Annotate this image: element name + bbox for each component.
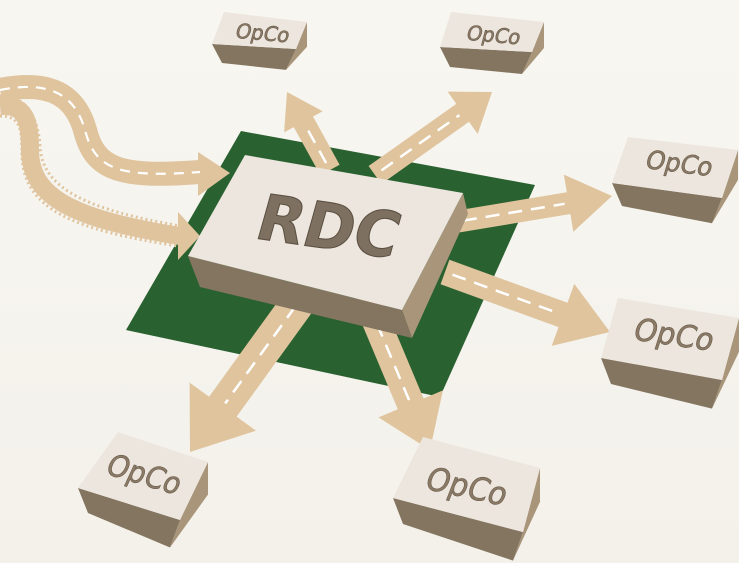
arrow-body — [189, 290, 314, 452]
box-side — [286, 22, 307, 70]
arrow-body — [284, 92, 340, 176]
box-top — [393, 437, 540, 532]
opco-box-bottom-left: OpCo — [78, 432, 208, 548]
arrow-to-opco-right-lower — [440, 259, 610, 346]
arrow-dash — [380, 114, 461, 172]
arrow-body — [453, 174, 612, 233]
arrow-dash — [452, 273, 560, 315]
arrow-dash — [366, 301, 411, 401]
opco-box-top-right: OpCo — [440, 12, 544, 74]
box-side — [170, 462, 208, 548]
arrow-to-opco-top-left — [284, 92, 340, 176]
opco-box-right-lower: OpCo — [601, 298, 739, 409]
box-top — [601, 298, 739, 380]
box-front — [440, 47, 532, 74]
rdc-block-front — [188, 256, 412, 338]
arrow-body — [440, 259, 610, 346]
arrow-to-opco-bottom-right — [352, 289, 443, 450]
outbound-arrows — [189, 91, 612, 452]
arrow-to-opco-right-upper — [453, 174, 612, 233]
box-front — [612, 183, 722, 224]
arrow-body — [368, 91, 492, 184]
rdc-block-top — [188, 155, 463, 310]
box-top — [440, 12, 544, 52]
arrow-to-opco-bottom-left — [189, 290, 314, 452]
inbound-rail — [0, 94, 200, 260]
rdc-block-side — [402, 193, 468, 338]
box-side — [712, 150, 738, 224]
arrow-dash — [224, 305, 297, 405]
opco-box-top-left: OpCo — [212, 12, 307, 70]
opco-box-bottom-right: OpCo — [393, 437, 540, 561]
box-front — [78, 488, 180, 548]
opco-box-right-upper: OpCo — [612, 137, 738, 224]
box-front — [212, 44, 296, 70]
box-top — [212, 12, 307, 49]
arrow-dash — [462, 202, 565, 222]
box-top — [78, 432, 208, 520]
inbound-road — [0, 74, 230, 196]
opco-label: OpCo — [233, 19, 293, 47]
box-top — [612, 137, 738, 198]
box-front — [393, 498, 523, 561]
box-front — [601, 358, 722, 409]
opco-label: OpCo — [464, 21, 524, 49]
rdc-block: RDC — [188, 155, 468, 338]
box-side — [522, 22, 544, 74]
arrow-to-opco-top-right — [368, 91, 492, 184]
arrow-dash — [304, 124, 328, 164]
